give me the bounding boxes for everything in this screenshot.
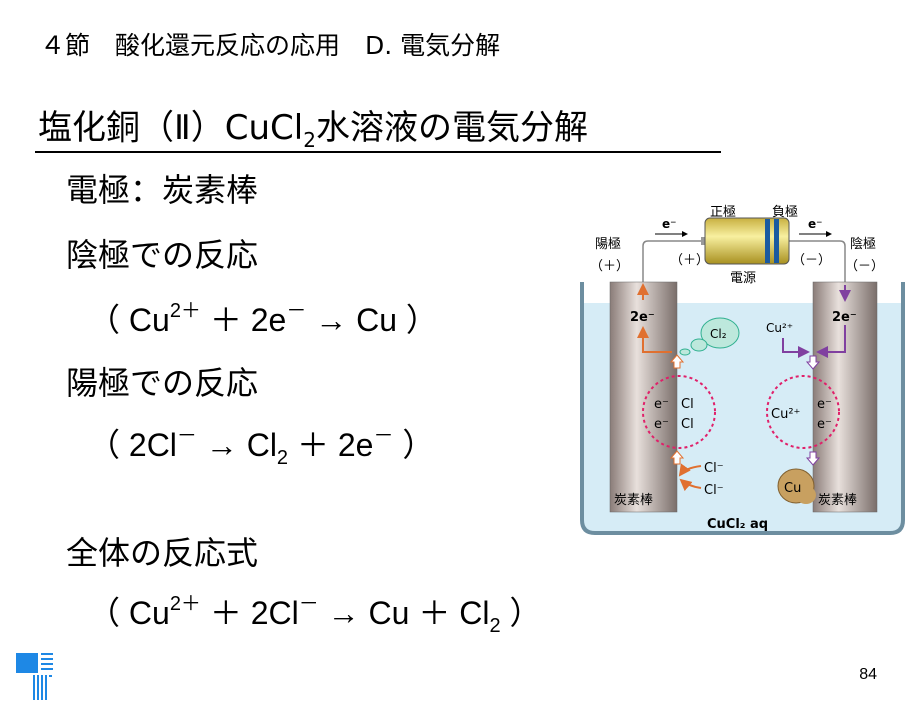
text-fragment: 2 [489, 615, 501, 637]
title-underline [35, 151, 721, 153]
section-title: ４節 酸化還元反応の応用 D. 電気分解 [40, 31, 501, 60]
cathode-cu-ion: Cu²⁺ [771, 407, 800, 422]
cathode-equation: （ Cu2＋ ＋ 2e－ → Cu ） [88, 295, 438, 341]
positive-terminal-label: 正極 [710, 204, 736, 220]
cathode-electron-2: e⁻ [817, 417, 832, 432]
anode-electron-arrow [637, 326, 672, 353]
text-fragment: ） [500, 595, 542, 631]
text-fragment: → Cu ＋ Cl [318, 595, 490, 631]
battery-minus-label: （－） [792, 253, 831, 268]
cathode-reaction-circle [766, 375, 840, 449]
wire-left [642, 240, 703, 282]
anode-cl-1: Cl [681, 397, 694, 412]
page-number: 84 [859, 666, 877, 683]
electrode-text: 電極：炭素棒 [66, 171, 259, 209]
cu-label: Cu [784, 481, 801, 496]
up-arrow-icon [669, 354, 685, 369]
text-fragment: （ 2Cl [88, 427, 177, 463]
beaker [580, 282, 905, 535]
text-fragment: （ Cu [88, 595, 170, 631]
title-text: 塩化銅（Ⅱ）CuCl [38, 108, 304, 148]
solution-label: CuCl₂ aq [707, 517, 768, 532]
cl2-bubble [700, 317, 740, 349]
cathode-sign: （－） [845, 259, 884, 274]
cathode-electron-1: e⁻ [817, 397, 832, 412]
down-arrow-icon [805, 355, 821, 370]
text-fragment: 2＋ [169, 300, 201, 322]
text-fragment: － [286, 300, 307, 322]
cathode-electron-arrow [816, 325, 846, 358]
text-fragment: → Cu ） [306, 302, 438, 338]
text-fragment: － [373, 425, 394, 447]
logo-icon [16, 653, 53, 700]
down-arrow-icon [805, 451, 821, 466]
anode-label: 陽極での反応 [66, 364, 259, 402]
cathode-carbon-rod [812, 281, 878, 513]
text-fragment: 2＋ [169, 593, 201, 615]
anode-equation: （ 2Cl－ → Cl2 ＋ 2e－ ） [88, 420, 435, 469]
anode-label: 陽極 [595, 236, 621, 252]
anode-sign: （＋） [590, 259, 629, 274]
overall-label: 全体の反応式 [66, 534, 259, 572]
cathode-label: 陰極での反応 [66, 236, 259, 274]
anode-carbon-rod [609, 281, 678, 513]
wire-right [788, 240, 846, 282]
anode-rod-label: 炭素棒 [614, 493, 653, 508]
title-subscript: 2 [303, 128, 316, 152]
text-fragment: ＋ 2e [200, 302, 287, 338]
cathode-rod-label: 炭素棒 [818, 493, 857, 508]
cathode-2e-label: 2e⁻ [832, 310, 857, 325]
cu-ion-label: Cu²⁺ [766, 321, 793, 335]
battery-icon [701, 217, 790, 265]
text-fragment: ＋ 2Cl [200, 595, 299, 631]
anode-reaction-circle [642, 375, 716, 449]
cl2-label: Cl₂ [710, 327, 727, 341]
cl-ion-label-1: Cl⁻ [704, 461, 724, 476]
anode-2e-label: 2e⁻ [630, 310, 655, 325]
electrolysis-diagram: 正極 負極 電源 （＋） （－） 陽極 （＋） 陰極 （－） e⁻ e⁻ 炭素棒… [580, 204, 905, 535]
up-arrow-icon [669, 450, 685, 465]
battery-plus-label: （＋） [670, 253, 709, 268]
text-fragment: ＋ 2e [288, 427, 374, 463]
anode-electron-1: e⁻ [654, 397, 669, 412]
text-fragment: → Cl [196, 427, 277, 463]
text-fragment: 2 [276, 447, 289, 469]
cl-ion-label-2: Cl⁻ [704, 483, 724, 498]
text-fragment: － [298, 593, 319, 615]
text-fragment: （ Cu [88, 302, 170, 338]
title-text-end: 水溶液の電気分解 [315, 108, 588, 148]
cathode-label: 陰極 [850, 236, 876, 252]
negative-terminal-label: 負極 [772, 204, 798, 220]
power-source-label: 電源 [730, 271, 756, 286]
overall-equation: （ Cu2＋ ＋ 2Cl－ → Cu ＋ Cl2 ） [88, 588, 542, 637]
anode-cl-2: Cl [681, 417, 694, 432]
text-fragment: － [176, 425, 197, 447]
electron-label-right: e⁻ [808, 217, 822, 231]
electron-label-left: e⁻ [662, 217, 676, 231]
anode-electron-2: e⁻ [654, 417, 669, 432]
page-title: 塩化銅（Ⅱ）CuCl2水溶液の電気分解 [38, 100, 588, 152]
text-fragment: ） [393, 427, 435, 463]
